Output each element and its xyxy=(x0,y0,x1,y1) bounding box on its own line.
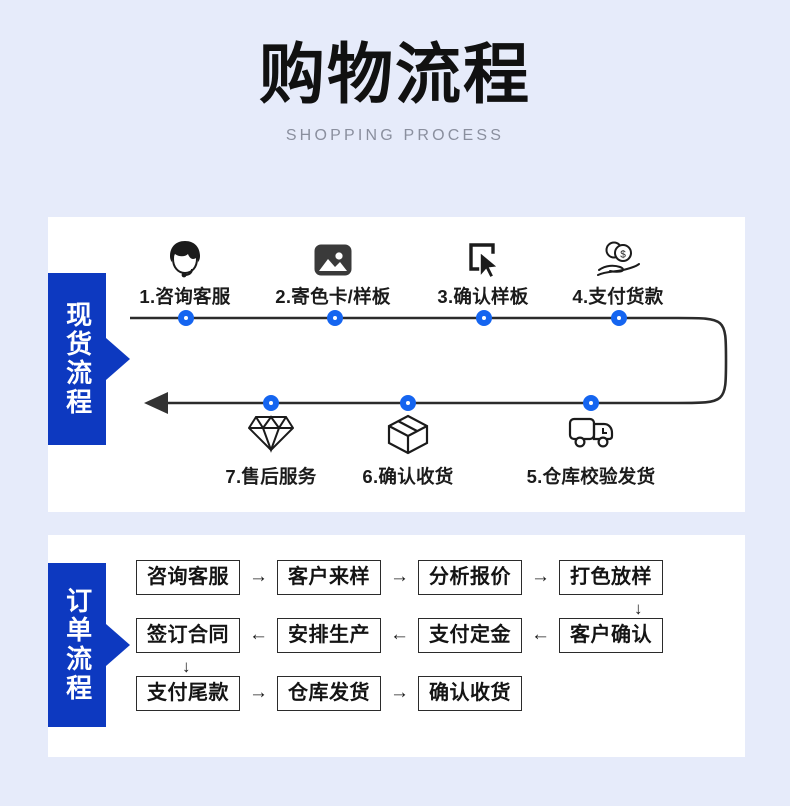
order-box-consult[interactable]: 咨询客服 xyxy=(136,559,240,595)
stock-step-4-label: 4.支付货款 xyxy=(572,286,664,307)
stock-dot-4 xyxy=(611,310,627,326)
stock-step-1-label: 1.咨询客服 xyxy=(139,286,231,307)
stock-dot-5 xyxy=(583,395,599,411)
stock-dot-6 xyxy=(400,395,416,411)
delivery-truck-icon xyxy=(511,413,671,461)
stock-dot-7 xyxy=(263,395,279,411)
cursor-click-icon xyxy=(403,233,563,281)
order-box-pay-deposit[interactable]: 支付定金 xyxy=(418,617,522,653)
customer-service-agent-icon xyxy=(105,233,265,281)
page-subtitle: SHOPPING PROCESS xyxy=(285,126,505,144)
image-photo-icon xyxy=(253,233,413,281)
stock-step-7-label: 7.售后服务 xyxy=(225,466,317,487)
order-box-customer-confirm[interactable]: 客户确认 xyxy=(559,617,663,653)
order-arrow-right: → xyxy=(249,566,268,587)
stock-step-3-label: 3.确认样板 xyxy=(437,286,529,307)
order-arrow-right: → xyxy=(249,682,268,703)
stock-step-5-label: 5.仓库校验发货 xyxy=(526,466,656,487)
order-arrow-left: ← xyxy=(390,624,409,645)
stock-step-1[interactable]: 1.咨询客服 xyxy=(105,233,265,309)
page-title: 购物流程 xyxy=(259,37,531,111)
svg-text:$: $ xyxy=(620,250,626,261)
stock-step-3[interactable]: 3.确认样板 xyxy=(403,233,563,309)
order-flow-badge-label: 订单流程 xyxy=(62,587,93,703)
order-box-warehouse-ship[interactable]: 仓库发货 xyxy=(277,675,381,711)
stock-dot-1 xyxy=(178,310,194,326)
page-header: 购物流程 SHOPPING PROCESS xyxy=(0,0,790,145)
stock-step-6-label: 6.确认收货 xyxy=(362,466,454,487)
order-arrow-left: ← xyxy=(531,624,550,645)
stock-step-7[interactable]: 7.售后服务 xyxy=(191,413,351,489)
order-flow-grid: 咨询客服 → 客户来样 → 分析报价 → 打色放样 签订合同 ← 安排生产 ← … xyxy=(136,557,663,731)
order-row: 支付尾款 → 仓库发货 → 确认收货 xyxy=(136,673,663,713)
order-box-analysis-quote[interactable]: 分析报价 xyxy=(418,559,522,595)
stock-flow-card: 现货流程 1.咨询客服 xyxy=(48,217,745,512)
diamond-gem-icon xyxy=(191,413,351,461)
order-flow-badge: 订单流程 xyxy=(48,563,106,727)
stock-flow-badge-label: 现货流程 xyxy=(62,301,93,417)
stock-flow-badge: 现货流程 xyxy=(48,273,106,445)
order-arrow-right: → xyxy=(531,566,550,587)
package-box-icon xyxy=(328,413,488,461)
stock-dot-2 xyxy=(327,310,343,326)
order-arrow-left: ← xyxy=(249,624,268,645)
order-box-pay-balance[interactable]: 支付尾款 xyxy=(136,675,240,711)
stock-step-2-label: 2.寄色卡/样板 xyxy=(275,286,391,307)
order-down-arrow-left: ↓ xyxy=(182,657,191,676)
stock-step-5[interactable]: 5.仓库校验发货 xyxy=(511,413,671,489)
stock-step-6[interactable]: 6.确认收货 xyxy=(328,413,488,489)
order-box-color-proof[interactable]: 打色放样 xyxy=(559,559,663,595)
hand-money-coin-icon: $ xyxy=(538,233,698,281)
order-row: 签订合同 ← 安排生产 ← 支付定金 ← 客户确认 xyxy=(136,615,663,655)
order-box-sign-contract[interactable]: 签订合同 xyxy=(136,617,240,653)
order-arrow-right: → xyxy=(390,682,409,703)
order-row: 咨询客服 → 客户来样 → 分析报价 → 打色放样 xyxy=(136,557,663,597)
stock-step-4[interactable]: $ 4.支付货款 xyxy=(538,233,698,309)
order-down-arrow-right: ↓ xyxy=(634,599,643,618)
order-box-arrange-production[interactable]: 安排生产 xyxy=(277,617,381,653)
order-box-customer-sample[interactable]: 客户来样 xyxy=(277,559,381,595)
stock-dot-3 xyxy=(476,310,492,326)
order-flow-card: 订单流程 咨询客服 → 客户来样 → 分析报价 → 打色放样 签订合同 ← 安排… xyxy=(48,535,745,757)
order-box-confirm-receipt[interactable]: 确认收货 xyxy=(418,675,522,711)
stock-step-2[interactable]: 2.寄色卡/样板 xyxy=(253,233,413,309)
order-arrow-right: → xyxy=(390,566,409,587)
